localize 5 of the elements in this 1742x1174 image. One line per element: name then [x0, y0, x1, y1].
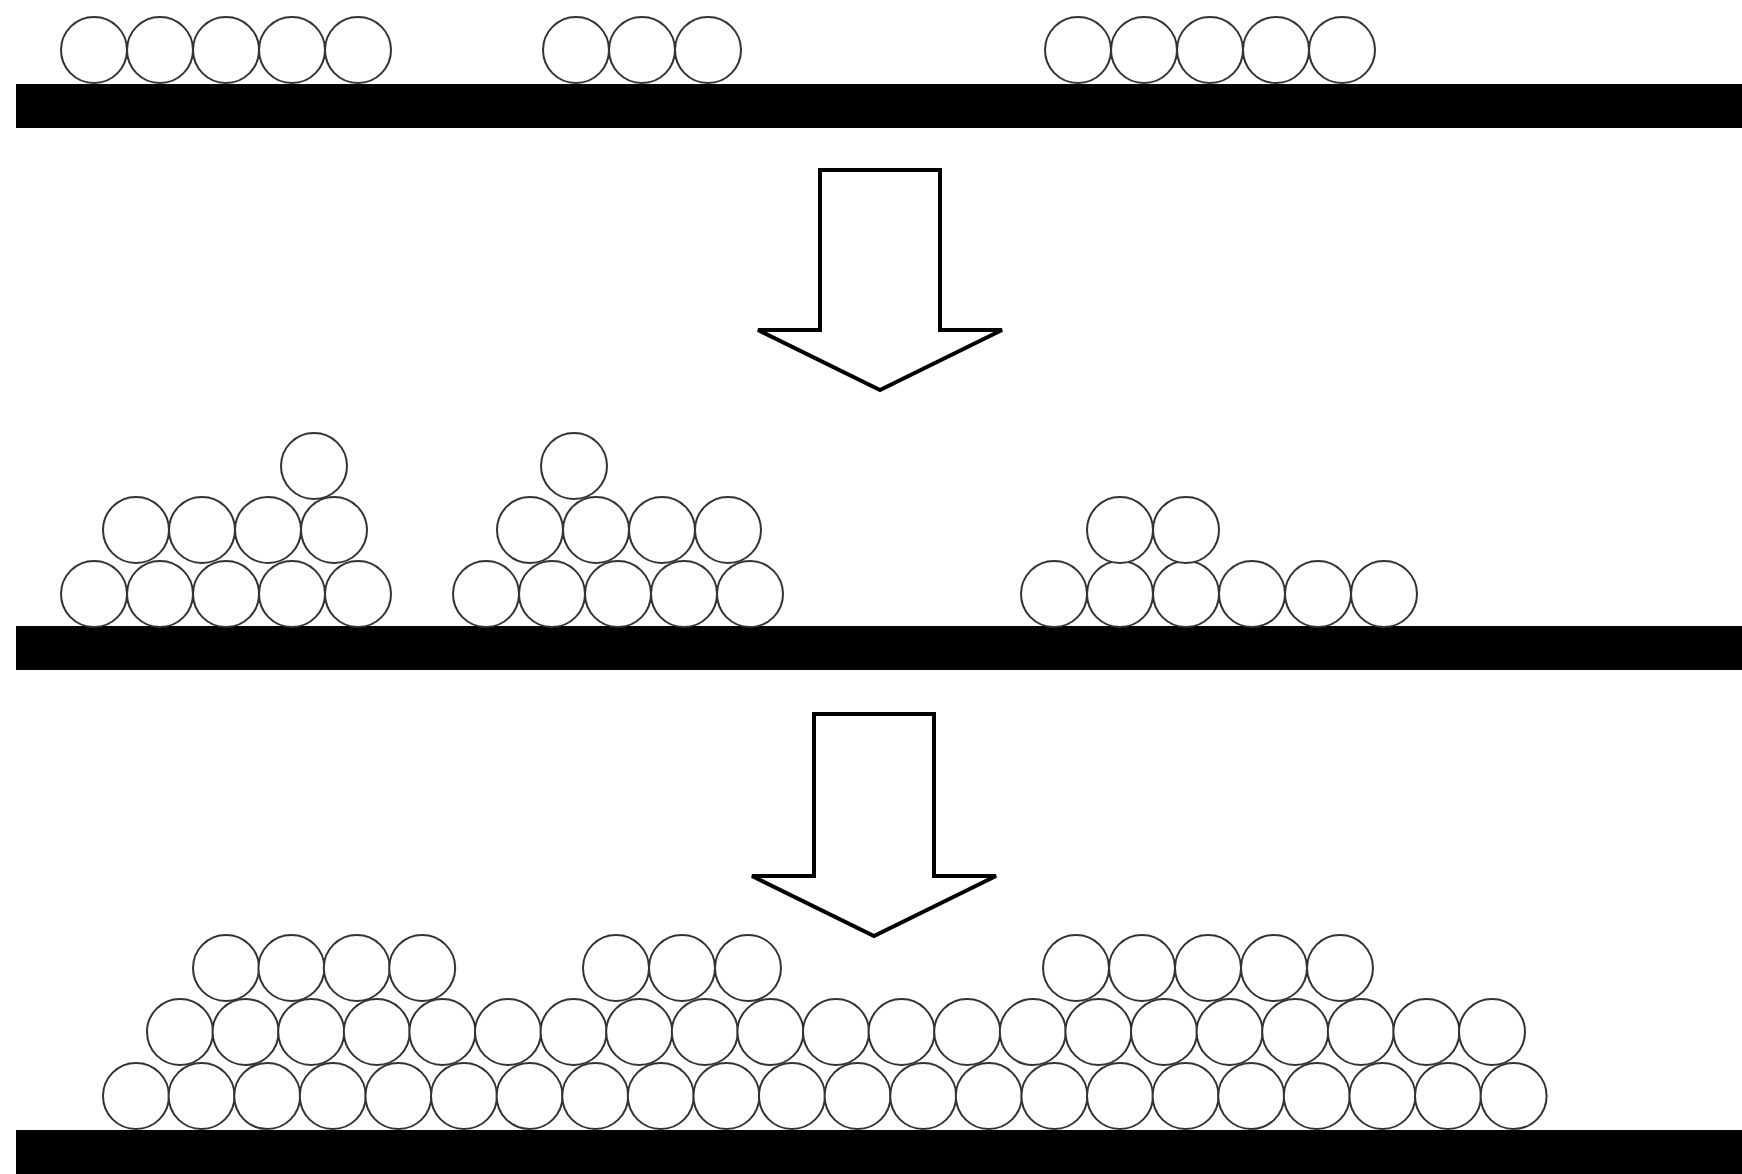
atom-layer-drawing [16, 432, 1742, 670]
hollow-arrow [756, 168, 1004, 393]
atom-layer-drawing [16, 16, 1742, 128]
hollow-arrow [750, 712, 998, 939]
atom-layer-drawing [16, 934, 1742, 1174]
